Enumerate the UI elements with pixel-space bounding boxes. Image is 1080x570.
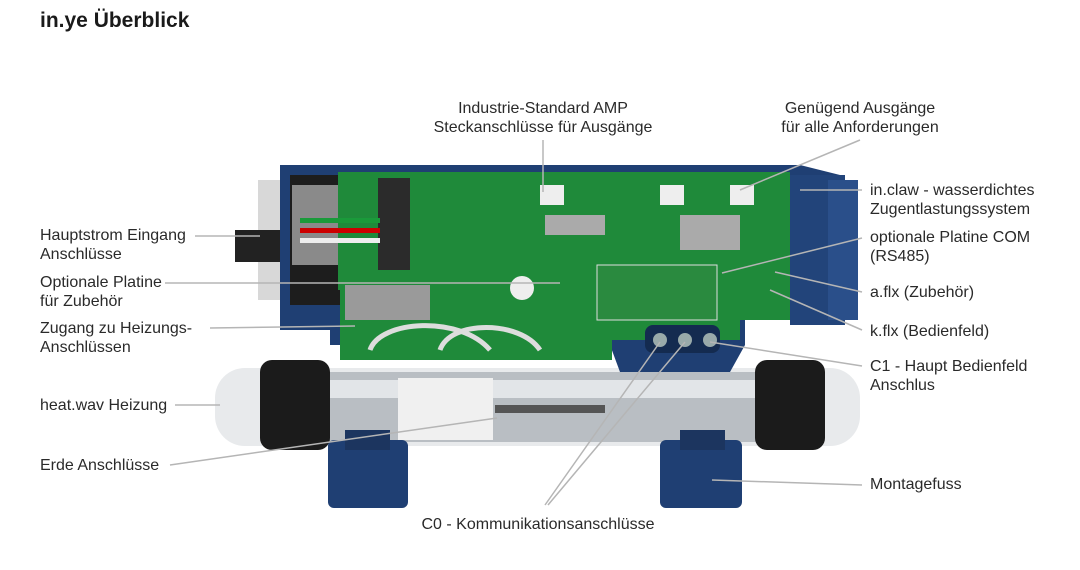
label-heater-access: Zugang zu Heizungs-Anschlüssen bbox=[40, 320, 193, 356]
control-housing bbox=[235, 165, 858, 372]
label-ground: Erde Anschlüsse bbox=[40, 457, 160, 474]
label-heater: heat.wav Heizung bbox=[40, 397, 168, 414]
heater-tube bbox=[215, 360, 860, 450]
label-kflx: k.flx (Bedienfeld) bbox=[870, 323, 990, 340]
page-title: in.ye Überblick bbox=[40, 9, 190, 32]
mounting-feet bbox=[328, 430, 742, 508]
label-mount: Montagefuss bbox=[870, 476, 962, 493]
label-aflx: a.flx (Zubehör) bbox=[870, 284, 975, 301]
label-com-board: optionale Platine COM(RS485) bbox=[870, 229, 1031, 265]
label-c0: C0 - Kommunikationsanschlüsse bbox=[421, 516, 655, 533]
leader-lines bbox=[165, 139, 863, 506]
